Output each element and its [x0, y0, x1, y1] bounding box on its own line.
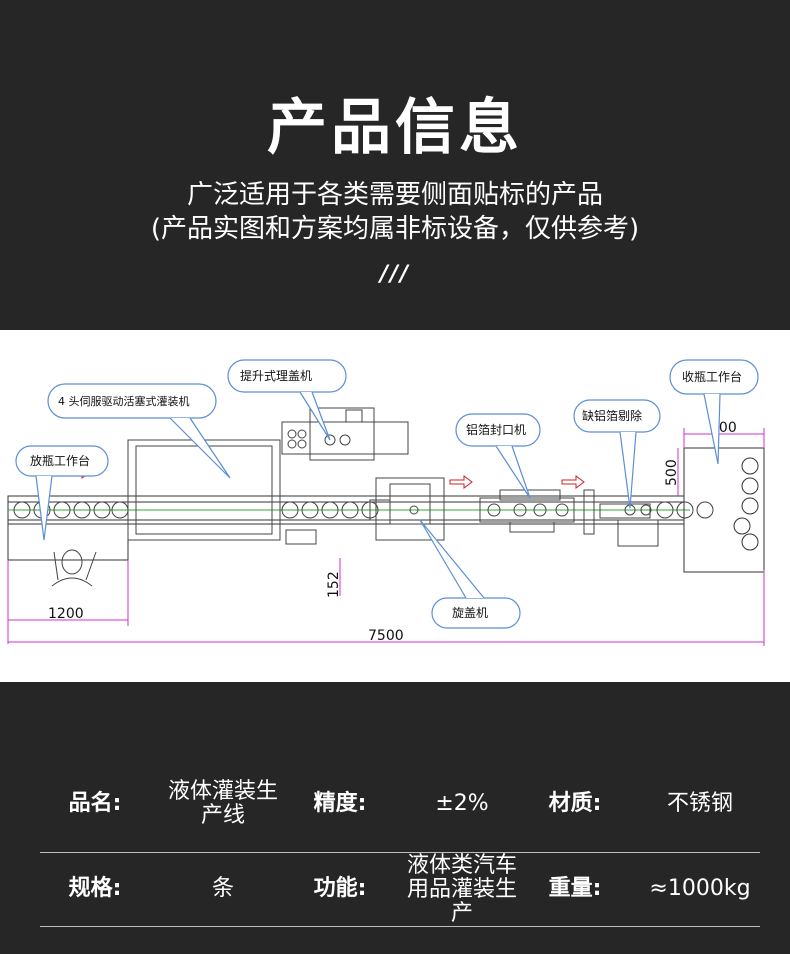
label-missing-foil-reject: 缺铝箔剔除: [582, 408, 642, 423]
spec-value-accuracy: ±2%: [435, 791, 489, 816]
dim-7500: 7500: [368, 628, 404, 644]
label-foil-sealer: 铝箔封口机: [466, 422, 526, 437]
collecting-table: [683, 447, 765, 573]
spec-key-name: 品名:: [68, 791, 122, 816]
dim-500: 500: [664, 459, 680, 486]
spec-table: 品名: 液体灌装生产线 精度: ±2% 材质: 不锈钢 规格: 条 功能: 液体…: [0, 682, 790, 954]
foil-sealer-machine: [479, 489, 575, 533]
spec-value-material: 不锈钢: [666, 791, 733, 816]
spec-divider-1: [40, 852, 760, 853]
spec-divider-2: [40, 926, 760, 927]
layout-drawing: 1200 7500 800 500 152 提升式理盖机 4 头伺服驱动活塞式灌…: [7, 359, 765, 646]
decor-slashes: ///: [379, 262, 411, 287]
page-title: 产品信息: [267, 93, 523, 163]
direction-arrows: [67, 465, 585, 489]
production-line-diagram: 1200 7500 800 500 152 提升式理盖机 4 头伺服驱动活塞式灌…: [0, 330, 790, 682]
capper-machine: [369, 477, 445, 541]
dimension-lines: [7, 428, 765, 646]
spec-key-material: 材质:: [548, 791, 602, 816]
spec-value-name: 液体灌装生产线: [167, 779, 278, 828]
spec-key-spec: 规格:: [68, 876, 122, 901]
dim-1200: 1200: [48, 606, 84, 622]
subtitle-line2: (产品实图和方案均属非标设备，仅供参考): [150, 214, 640, 244]
header-section: 产品信息 广泛适用于各类需要侧面贴标的产品 (产品实图和方案均属非标设备，仅供参…: [0, 0, 790, 330]
spec-value-weight: ≈1000kg: [649, 876, 751, 901]
spec-value-spec: 条: [211, 876, 234, 901]
spec-value-function: 液体类汽车用品灌装生产: [406, 853, 517, 926]
filler-frame: [127, 439, 317, 545]
spec-key-accuracy: 精度:: [313, 791, 367, 816]
dim-152: 152: [326, 571, 342, 598]
label-lifting-cap-sorter: 提升式理盖机: [240, 368, 312, 383]
cap-sorter: [281, 407, 409, 461]
conveyor: [7, 495, 685, 561]
label-bottle-collecting-table: 收瓶工作台: [682, 369, 742, 384]
label-bottle-placing-table: 放瓶工作台: [30, 453, 90, 468]
subtitle-line1: 广泛适用于各类需要侧面贴标的产品: [186, 180, 603, 210]
spec-key-function: 功能:: [313, 876, 367, 901]
reject-station: [583, 489, 659, 547]
label-capper: 旋盖机: [452, 606, 488, 620]
spec-key-weight: 重量:: [548, 876, 602, 901]
label-filler: 4 头伺服驱动活塞式灌装机: [58, 394, 190, 408]
operator-figure: [51, 549, 97, 587]
callouts: [15, 359, 759, 629]
